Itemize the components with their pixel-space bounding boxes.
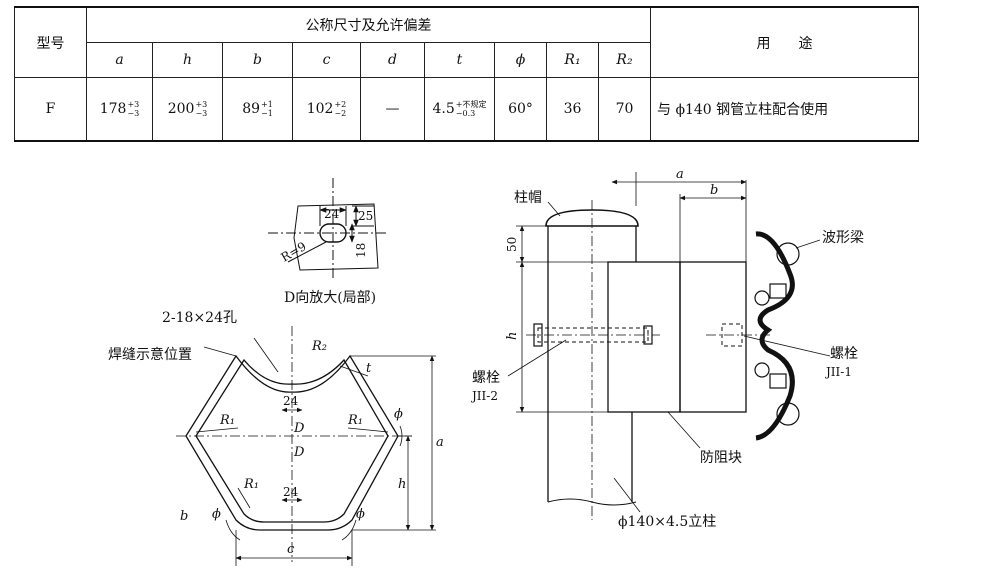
post-cap <box>545 209 639 227</box>
block-inner-profile <box>195 358 389 523</box>
block-label-r1-bottom: R₁ <box>243 477 259 492</box>
detail-view <box>268 178 388 280</box>
assembly-label-b: b <box>710 183 718 198</box>
assembly-label-block: 防阻块 <box>700 450 742 466</box>
block-label-phi-right: ϕ <box>356 507 365 522</box>
w-beam <box>755 231 795 441</box>
detail-radius: R=9 <box>279 239 309 264</box>
block-label-a: a <box>436 435 444 450</box>
block-label-b: b <box>180 509 188 524</box>
block-label-holes: 2-18×24孔 <box>162 310 237 326</box>
assembly-label-post: ϕ140×4.5立柱 <box>618 514 716 530</box>
block-label-r1-right: R₁ <box>347 413 363 428</box>
beam-bolt-1 <box>776 242 800 266</box>
assembly-dim-50: 50 <box>505 237 519 252</box>
assembly-label-bolt1: 螺栓 <box>830 346 858 362</box>
assembly-label-a: a <box>676 167 684 182</box>
col-c: c <box>292 42 361 78</box>
assembly-label-beam: 波形梁 <box>822 230 864 246</box>
block-label-phi-side: ϕ <box>394 407 403 422</box>
col-t: t <box>424 42 495 78</box>
col-a: a <box>86 42 153 78</box>
assembly-view <box>507 172 831 520</box>
col-h: h <box>152 42 223 78</box>
cell-r1: 36 <box>546 77 599 142</box>
col-r1: R₁ <box>546 42 599 78</box>
table-row: F 178+3−3 200+3−3 89+1−1 102+2−2 — 4.5+不… <box>14 77 919 142</box>
block-label-phi-left: ϕ <box>212 507 221 522</box>
block-dim-24-top: 24 <box>283 394 299 408</box>
cell-usage: 与 ϕ140 钢管立柱配合使用 <box>650 77 919 142</box>
assembly-label-bolt2: 螺栓 <box>472 370 500 386</box>
cell-d: — <box>360 77 425 142</box>
assembly-label-cap: 柱帽 <box>514 190 542 206</box>
header-usage: 用 途 <box>650 6 919 78</box>
detail-dim-25: 25 <box>358 209 373 223</box>
cell-a: 178+3−3 <box>86 77 153 142</box>
header-group: 公称尺寸及允许偏差 <box>86 6 651 43</box>
block-label-r1-left: R₁ <box>219 413 235 428</box>
spec-table: 型号 公称尺寸及允许偏差 用 途 a h b c d t ϕ R₁ R₂ F 1… <box>14 6 919 142</box>
block-label-h: h <box>398 477 406 492</box>
col-d: d <box>360 42 425 78</box>
block-view <box>176 326 436 566</box>
block-label-weld: 焊缝示意位置 <box>108 346 192 363</box>
block-label-c: c <box>287 542 295 557</box>
bolt-jii-2 <box>537 327 649 343</box>
header-type: 型号 <box>14 6 87 78</box>
block-label-t: t <box>366 361 372 376</box>
detail-dim-18: 18 <box>354 243 368 258</box>
cell-c: 102+2−2 <box>292 77 361 142</box>
block-label-d-lower: D <box>293 445 305 460</box>
detail-slot <box>319 223 347 243</box>
block-label-r2: R₂ <box>311 339 327 354</box>
block-outer-profile <box>185 354 399 531</box>
col-r2: R₂ <box>598 42 651 78</box>
detail-caption: D向放大(局部) <box>284 290 376 306</box>
col-phi: ϕ <box>494 42 547 78</box>
assembly-label-bolt1-code: JII-1 <box>824 365 852 379</box>
detail-dim-24: 24 <box>324 207 340 221</box>
block-side-right <box>679 261 747 413</box>
cell-b: 89+1−1 <box>222 77 293 142</box>
cell-t: 4.5+不规定−0.3 <box>424 77 495 142</box>
table-subheader-row: a h b c d t ϕ R₁ R₂ <box>15 42 919 78</box>
block-dim-24-bottom: 24 <box>283 485 299 499</box>
cell-phi: 60° <box>494 77 547 142</box>
table-header-row: 型号 公称尺寸及允许偏差 用 途 <box>14 6 919 78</box>
beam-bolt-2 <box>776 402 800 426</box>
col-b: b <box>222 42 293 78</box>
block-label-d-upper: D <box>293 421 305 436</box>
assembly-label-h: h <box>505 332 520 340</box>
assembly-label-bolt2-code: JII-2 <box>470 389 498 403</box>
